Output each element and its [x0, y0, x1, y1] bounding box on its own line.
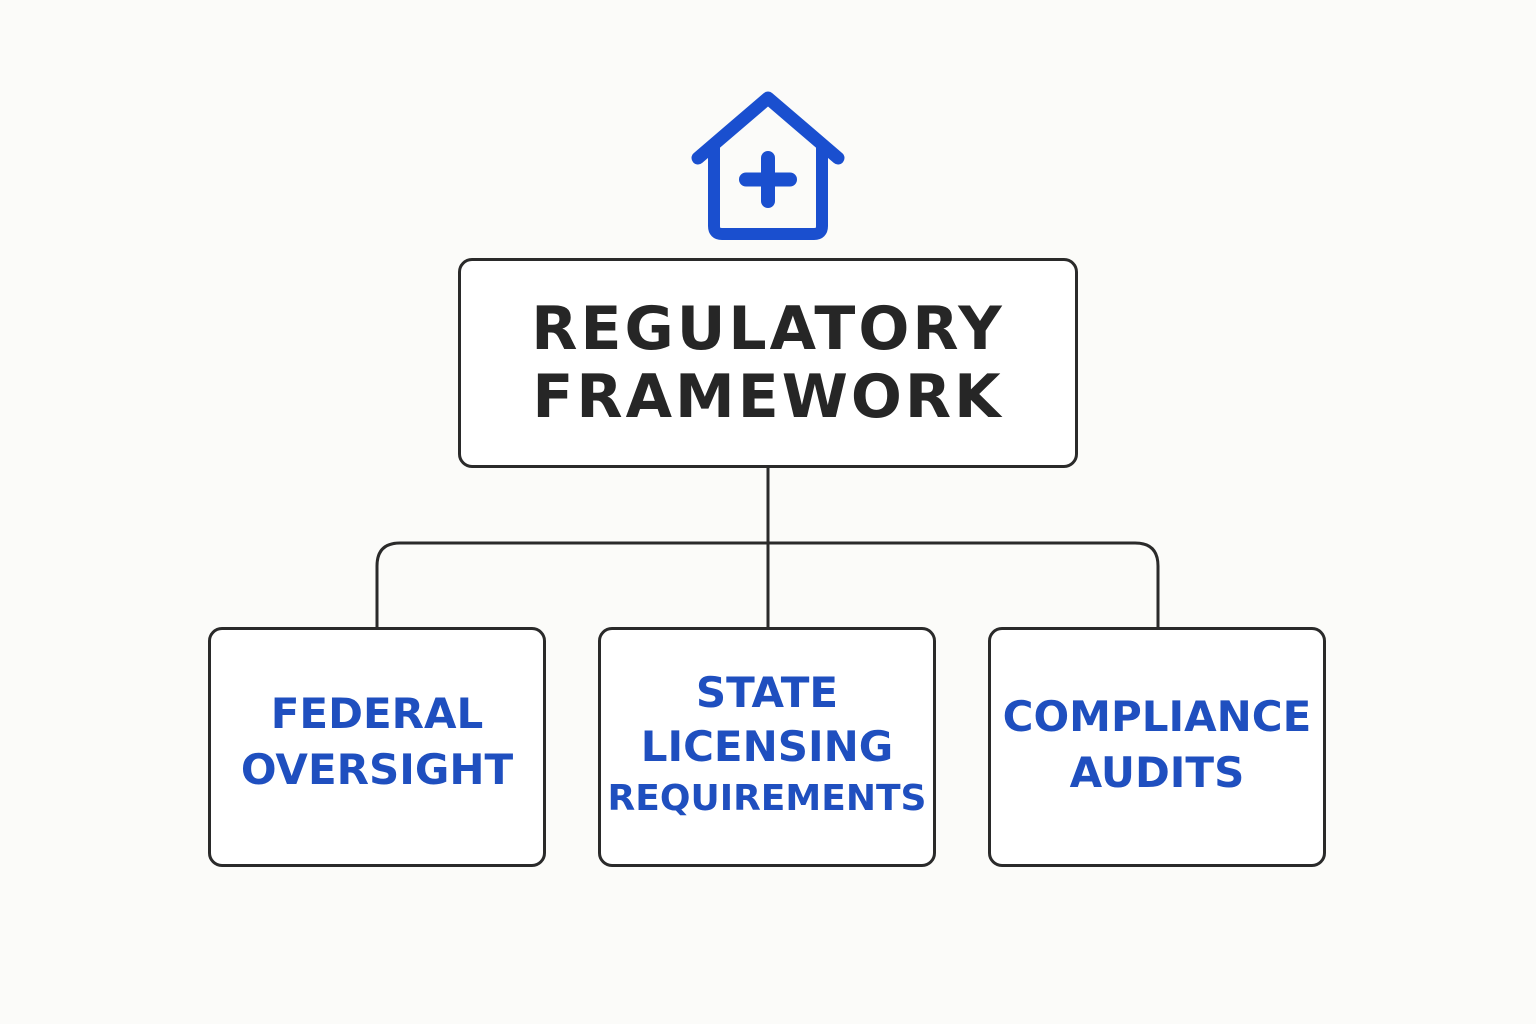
branch-connector	[375, 541, 1160, 628]
federal-oversight-line-2: OVERSIGHT	[240, 745, 514, 794]
compliance-audits-box: COMPLIANCE AUDITS	[988, 627, 1326, 867]
state-licensing-box: STATE LICENSING REQUIREMENTS	[598, 627, 936, 867]
state-licensing-line-3: REQUIREMENTS	[607, 777, 927, 819]
regulatory-framework-box: REGULATORY FRAMEWORK	[458, 258, 1078, 468]
federal-oversight-box: FEDERAL OVERSIGHT	[208, 627, 546, 867]
federal-oversight-line-1: FEDERAL	[270, 689, 484, 738]
federal-oversight-label: FEDERAL OVERSIGHT	[241, 686, 513, 798]
root-title-line-1: REGULATORY	[531, 294, 1005, 364]
state-licensing-label: STATE LICENSING REQUIREMENTS	[608, 666, 927, 824]
medical-house-icon	[691, 91, 845, 240]
compliance-audits-label: COMPLIANCE AUDITS	[1003, 689, 1312, 801]
compliance-audits-line-2: AUDITS	[1069, 747, 1245, 797]
compliance-audits-line-1: COMPLIANCE	[1002, 691, 1312, 741]
state-licensing-line-1: STATE	[695, 667, 839, 717]
state-licensing-line-2: LICENSING	[640, 721, 894, 771]
root-title-line-2: FRAMEWORK	[532, 362, 1004, 432]
